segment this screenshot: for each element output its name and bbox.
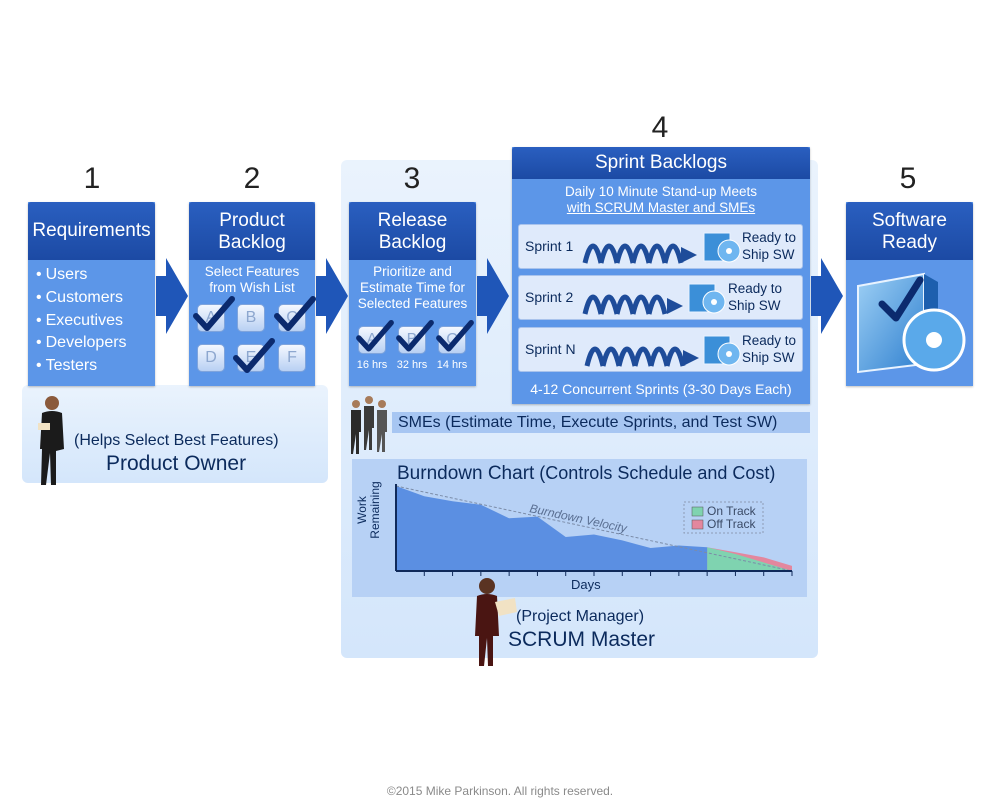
product-backlog-desc: Select Features from Wish List — [204, 264, 300, 295]
product-owner-panel — [22, 385, 328, 483]
software-ready-title: Software Ready — [846, 202, 973, 260]
requirements-title: Requirements — [28, 202, 155, 260]
smes-bar — [392, 412, 810, 433]
check-icon — [396, 320, 434, 352]
scrum-master-figure-icon — [475, 578, 517, 666]
copyright: ©2015 Mike Parkinson. All rights reserve… — [386, 784, 614, 798]
burndown-xlabel: Days — [571, 577, 601, 592]
ready-to-ship-label: Ready to Ship SW — [741, 333, 796, 365]
legend-box — [683, 501, 764, 534]
arrow-right-icon — [811, 258, 843, 334]
arrow-right-icon — [316, 258, 348, 334]
software-package-icon — [857, 272, 966, 374]
step-number-5: 5 — [899, 162, 917, 195]
sprint-backlogs-box: Sprint Backlogs Daily 10 Minute Stand-up… — [512, 147, 810, 404]
product-backlog-title: Product Backlog — [189, 202, 315, 260]
scrum-master-role: (Project Manager) — [516, 608, 645, 625]
requirements-list: Users Customers Executives Developers Te… — [36, 264, 127, 378]
check-icon — [356, 320, 394, 352]
list-item: Developers — [36, 332, 127, 355]
smes-group-icon — [351, 396, 387, 454]
smes-label: SMEs (Estimate Time, Execute Sprints, an… — [398, 414, 778, 431]
product-backlog-box: Product Backlog Select Features from Wis… — [189, 202, 316, 386]
release-backlog-desc: Prioritize and Estimate Time for Selecte… — [357, 264, 468, 311]
step-number-2: 2 — [243, 162, 261, 195]
check-icon — [233, 338, 275, 373]
sprint-label: Sprint 2 — [525, 289, 574, 305]
check-icon — [274, 296, 316, 331]
work-remaining-area — [396, 486, 708, 571]
legend-swatch — [691, 506, 704, 517]
sprint-cycle-icon — [584, 346, 699, 367]
estimate-hours: 14 hrs — [436, 359, 468, 371]
sprint-label: Sprint 1 — [525, 238, 574, 254]
list-item: Testers — [36, 355, 127, 378]
check-icon — [436, 320, 474, 352]
software-ready-box: Software Ready — [846, 202, 973, 386]
ready-to-ship-label: Ready to Ship SW — [741, 230, 796, 262]
software-package-icon — [688, 283, 726, 314]
product-owner-role: (Helps Select Best Features) — [74, 432, 279, 449]
burndown-title: Burndown Chart (Controls Schedule and Co… — [397, 463, 776, 484]
step-number-3: 3 — [403, 162, 421, 195]
on-track-area — [707, 547, 792, 571]
step-number-4: 4 — [651, 111, 669, 144]
burndown-velocity-line — [395, 485, 793, 572]
sprint-row-1: Sprint 1 Ready to Ship SW — [518, 224, 803, 269]
concurrent-sprints-footer: 4-12 Concurrent Sprints (3-30 Days Each) — [530, 381, 792, 397]
list-item: Customers — [36, 287, 127, 310]
software-package-icon — [703, 232, 741, 263]
requirements-box: Requirements Users Customers Executives … — [28, 202, 155, 386]
product-owner-figure-icon — [38, 396, 64, 485]
software-package-icon — [703, 335, 741, 366]
list-item: Executives — [36, 310, 127, 333]
arrow-right-icon — [156, 258, 188, 334]
sprint-cycle-icon — [582, 294, 683, 315]
product-owner-name: Product Owner — [106, 452, 247, 475]
estimate-hours: 16 hrs — [356, 359, 388, 371]
estimate-hours: 32 hrs — [396, 359, 428, 371]
sprint-row-n: Sprint N Ready to Ship SW — [518, 327, 803, 372]
sprint-cycle-icon — [582, 243, 697, 264]
feature-tile-d: D — [197, 344, 225, 372]
sprint-label: Sprint N — [525, 341, 576, 357]
scrum-master-name: SCRUM Master — [508, 628, 656, 651]
feature-tile-f: F — [278, 344, 306, 372]
arrow-right-icon — [477, 258, 509, 334]
release-backlog-title: Release Backlog — [349, 202, 476, 260]
legend-swatch — [691, 519, 704, 530]
list-item: Users — [36, 264, 127, 287]
check-icon — [193, 296, 235, 331]
stand-up-desc: Daily 10 Minute Stand-up Meets with SCRU… — [564, 184, 758, 215]
ready-to-ship-label: Ready to Ship SW — [727, 281, 782, 313]
step-number-1: 1 — [83, 162, 101, 195]
release-backlog-box: Release Backlog Prioritize and Estimate … — [349, 202, 476, 386]
sprint-row-2: Sprint 2 Ready to Ship SW — [518, 275, 803, 320]
sprint-backlogs-title: Sprint Backlogs — [512, 147, 810, 179]
legend-label: Off Track — [707, 517, 756, 531]
feature-tile-b: B — [237, 304, 265, 332]
legend-label: On Track — [707, 504, 757, 518]
